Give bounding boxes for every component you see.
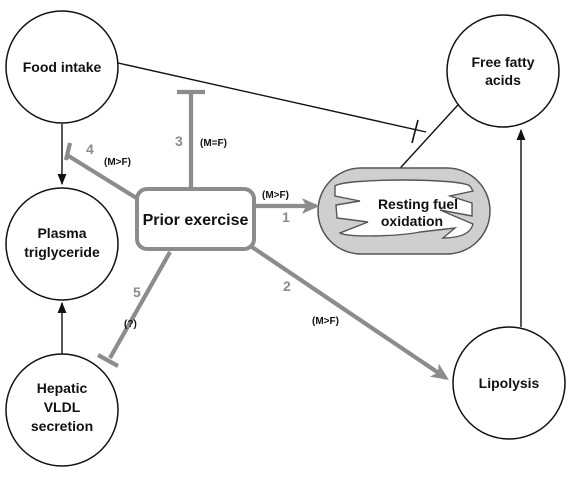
food-to-ffa-inhibit-bar: [411, 119, 419, 144]
effect-2-tag: (M>F): [312, 316, 339, 327]
food-to-ffa-inhibit-line: [117, 62, 427, 133]
free-fatty-acids-label-line1: Free fatty: [471, 54, 534, 70]
food-intake-label: Food intake: [23, 59, 102, 75]
node-prior-exercise: Prior exercise: [135, 187, 256, 251]
node-lipolysis: Lipolysis: [452, 326, 566, 440]
effect-5-line: [108, 250, 172, 360]
hepatic-vldl-label-line3: secretion: [31, 418, 93, 434]
effect-lines: [63, 89, 449, 380]
node-free-fatty-acids: Free fatty acids: [446, 14, 560, 128]
effect-5-number: 5: [133, 284, 141, 300]
effect-4-number: 4: [86, 141, 94, 157]
effect-5-bar: [96, 353, 120, 368]
effect-5-tag: (?): [124, 319, 137, 330]
mitochondrion-shape: [317, 167, 491, 255]
node-plasma-triglyceride: Plasma triglyceride: [5, 187, 119, 301]
node-food-intake: Food intake: [5, 10, 119, 124]
effect-labels: 1 (M>F) 2 (M>F) 3 (M=F) 4 (M>F) 5 (?): [86, 133, 339, 330]
hepatic-vldl-label-line2: VLDL: [44, 399, 81, 415]
resting-fuel-oxidation-label: Resting fuel oxidation: [378, 196, 458, 229]
effect-1-tag: (M>F): [262, 190, 289, 201]
effect-4-bar: [63, 142, 73, 161]
plasma-triglyceride-label-line2: triglyceride: [24, 244, 100, 260]
oxidation-label-line2: oxidation: [381, 213, 443, 229]
effect-4-tag: (M>F): [104, 157, 131, 168]
lipolysis-label: Lipolysis: [479, 375, 540, 391]
effect-2-number: 2: [283, 278, 291, 294]
prior-exercise-label: Prior exercise: [143, 212, 249, 229]
effect-1-number: 1: [282, 209, 290, 225]
effect-3-number: 3: [175, 133, 183, 149]
effect-4-line: [65, 153, 140, 201]
hepatic-vldl-label-line1: Hepatic: [37, 380, 88, 396]
effect-2-arrow: [250, 245, 449, 380]
free-fatty-acids-label-line2: acids: [485, 72, 521, 88]
effect-3-tag: (M=F): [200, 138, 227, 149]
oxidation-label-line1: Resting fuel: [378, 196, 458, 212]
plasma-triglyceride-label-line1: Plasma: [37, 225, 86, 241]
node-hepatic-vldl-secretion: Hepatic VLDL secretion: [5, 353, 119, 467]
